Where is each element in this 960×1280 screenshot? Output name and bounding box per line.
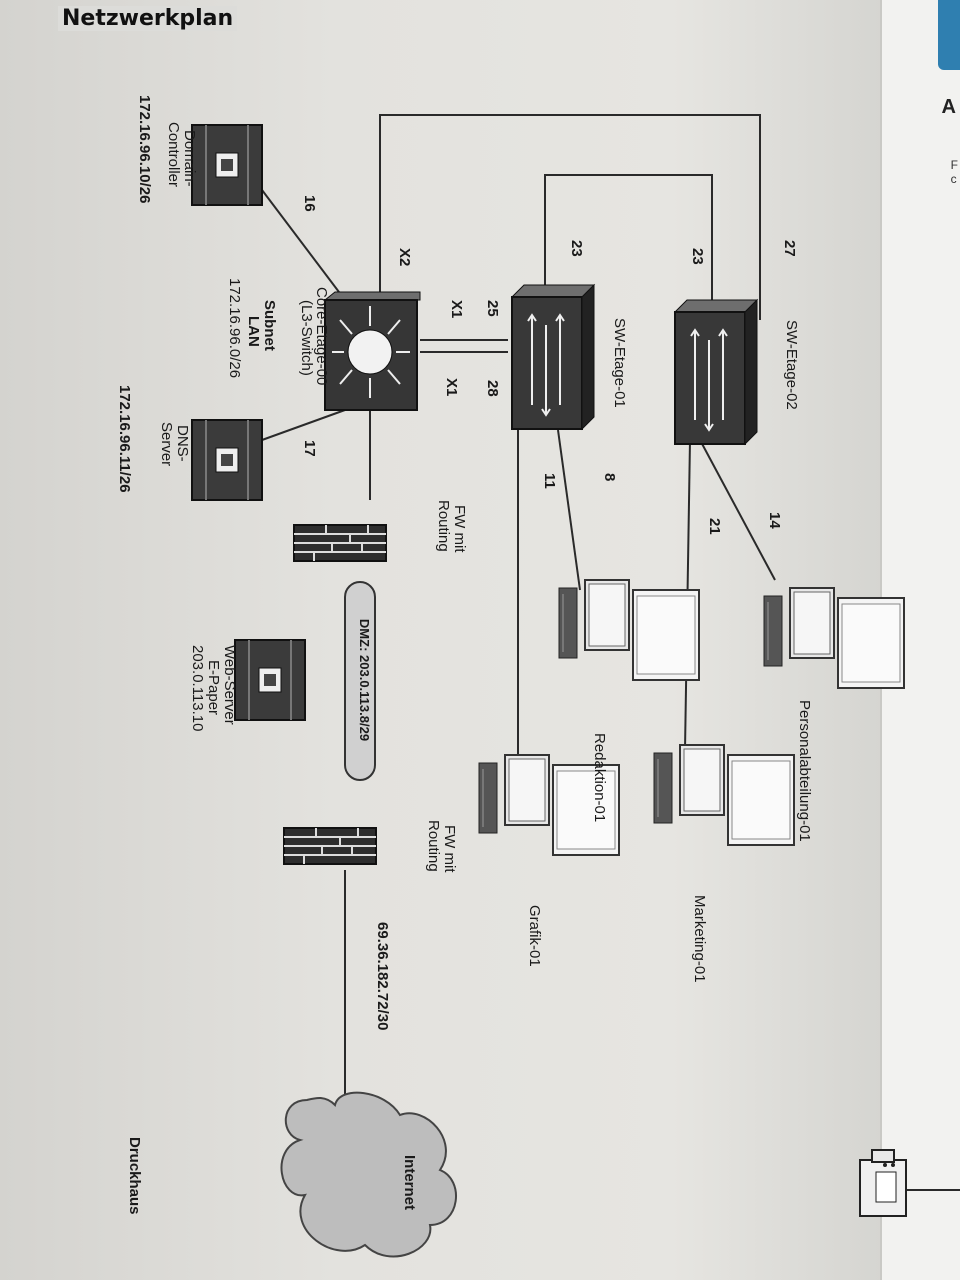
port-11: 11 xyxy=(541,473,558,489)
label-web-1: Web-Server xyxy=(221,645,238,725)
label-fw-outer-2: Routing xyxy=(425,820,442,872)
pc-redaktion xyxy=(558,579,700,681)
port-14: 14 xyxy=(766,512,783,529)
dns-server xyxy=(191,419,263,501)
port-x1-core: X1 xyxy=(448,300,465,318)
label-wan-ip: 69.36.182.72/30 xyxy=(374,922,391,1030)
port-23-sw02: 23 xyxy=(689,248,706,265)
label-subnet-ip: 172.16.96.0/26 xyxy=(226,278,243,378)
cable-lines xyxy=(261,114,960,1191)
label-dns-1: DNS- xyxy=(174,425,191,462)
label-marketing: Marketing-01 xyxy=(691,895,708,983)
port-27: 27 xyxy=(781,240,798,257)
label-dc-ip: 172.16.96.10/26 xyxy=(136,95,153,203)
label-web-2: E-Paper xyxy=(205,660,222,715)
sw-etage-01-switch xyxy=(511,284,595,430)
internet-cloud-icon xyxy=(280,1091,457,1258)
label-core-type: (L3-Switch) xyxy=(298,300,315,376)
port-23-core: 23 xyxy=(568,240,585,257)
label-redaktion: Redaktion-01 xyxy=(591,733,608,822)
label-dns-2: Server xyxy=(158,422,175,466)
label-dns-ip: 172.16.96.11/26 xyxy=(116,385,133,493)
core-switch xyxy=(323,291,421,411)
label-subnet-2: LAN xyxy=(245,316,262,347)
label-druckhaus-visible: Druckhaus xyxy=(126,1137,143,1215)
pc-personalabteilung xyxy=(763,587,905,689)
dmz-segment: DMZ: 203.0.113.8/29 xyxy=(344,581,376,781)
port-21: 21 xyxy=(706,518,723,535)
page-title: Netzwerkplan xyxy=(58,6,238,31)
label-sw-etage-02: SW-Etage-02 xyxy=(783,320,800,410)
firewall-inner xyxy=(293,524,387,562)
dmz-label: DMZ: 203.0.113.8/29 xyxy=(357,619,372,741)
label-fw-outer-1: FW mit xyxy=(441,825,458,873)
sw-etage-02-switch xyxy=(674,299,758,445)
firewall-outer xyxy=(283,827,377,865)
port-x2: X2 xyxy=(396,248,413,266)
port-16: 16 xyxy=(301,195,318,212)
label-grafik: Grafik-01 xyxy=(526,905,543,967)
label-dc-1: Domain- xyxy=(181,130,198,187)
label-core-name: Core-Etage-00 xyxy=(313,287,330,385)
port-x1-sw01: X1 xyxy=(443,378,460,396)
diagram-labels: SW-Etage-02 SW-Etage-01 Core-Etage-00 (L… xyxy=(116,95,813,1215)
domain-controller-server xyxy=(191,124,263,206)
next-page-heading-fragment: A xyxy=(941,96,956,118)
label-dc-2: Controller xyxy=(165,122,182,187)
port-labels: 27 23 23 25 28 X1 X1 X2 16 17 8 11 14 21 xyxy=(301,195,798,535)
label-fw-inner-2: Routing xyxy=(435,500,452,552)
label-subnet-1: Subnet xyxy=(261,300,278,351)
label-fw-inner-1: FW mit xyxy=(451,505,468,553)
label-sw-etage-01: SW-Etage-01 xyxy=(611,318,628,408)
label-personalabteilung: Personalabteilung-01 xyxy=(796,700,813,842)
blue-tab-marker xyxy=(938,0,960,70)
printer-icon xyxy=(859,1149,907,1217)
label-internet: Internet xyxy=(401,1155,418,1210)
port-17: 17 xyxy=(301,440,318,457)
web-server xyxy=(234,639,306,721)
port-28: 28 xyxy=(484,380,501,397)
port-8: 8 xyxy=(601,473,618,481)
label-web-ip: 203.0.113.10 xyxy=(189,645,206,731)
pc-marketing xyxy=(653,744,795,846)
port-25: 25 xyxy=(484,300,501,317)
